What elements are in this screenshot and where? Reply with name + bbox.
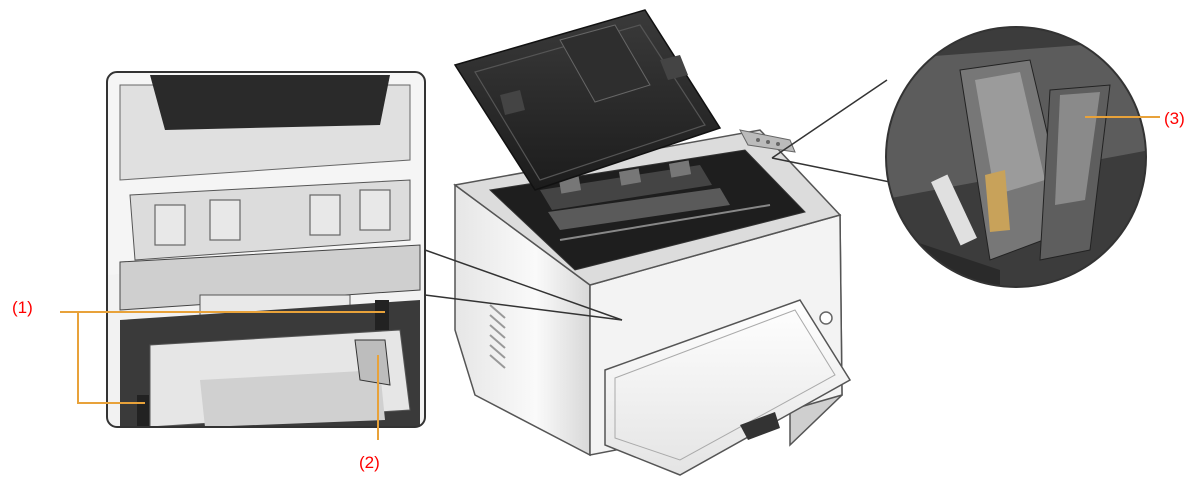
inset-enlarged-interior xyxy=(106,71,623,428)
leader-lines xyxy=(60,116,1160,440)
callout-1-label: (1) xyxy=(12,298,33,317)
inset-enlarged-lever xyxy=(771,26,1147,288)
callout-3-label: (3) xyxy=(1164,109,1185,128)
printer-illustration xyxy=(453,9,852,476)
callout-2-label: (2) xyxy=(359,453,380,472)
leader-line-1-branch xyxy=(77,312,145,404)
